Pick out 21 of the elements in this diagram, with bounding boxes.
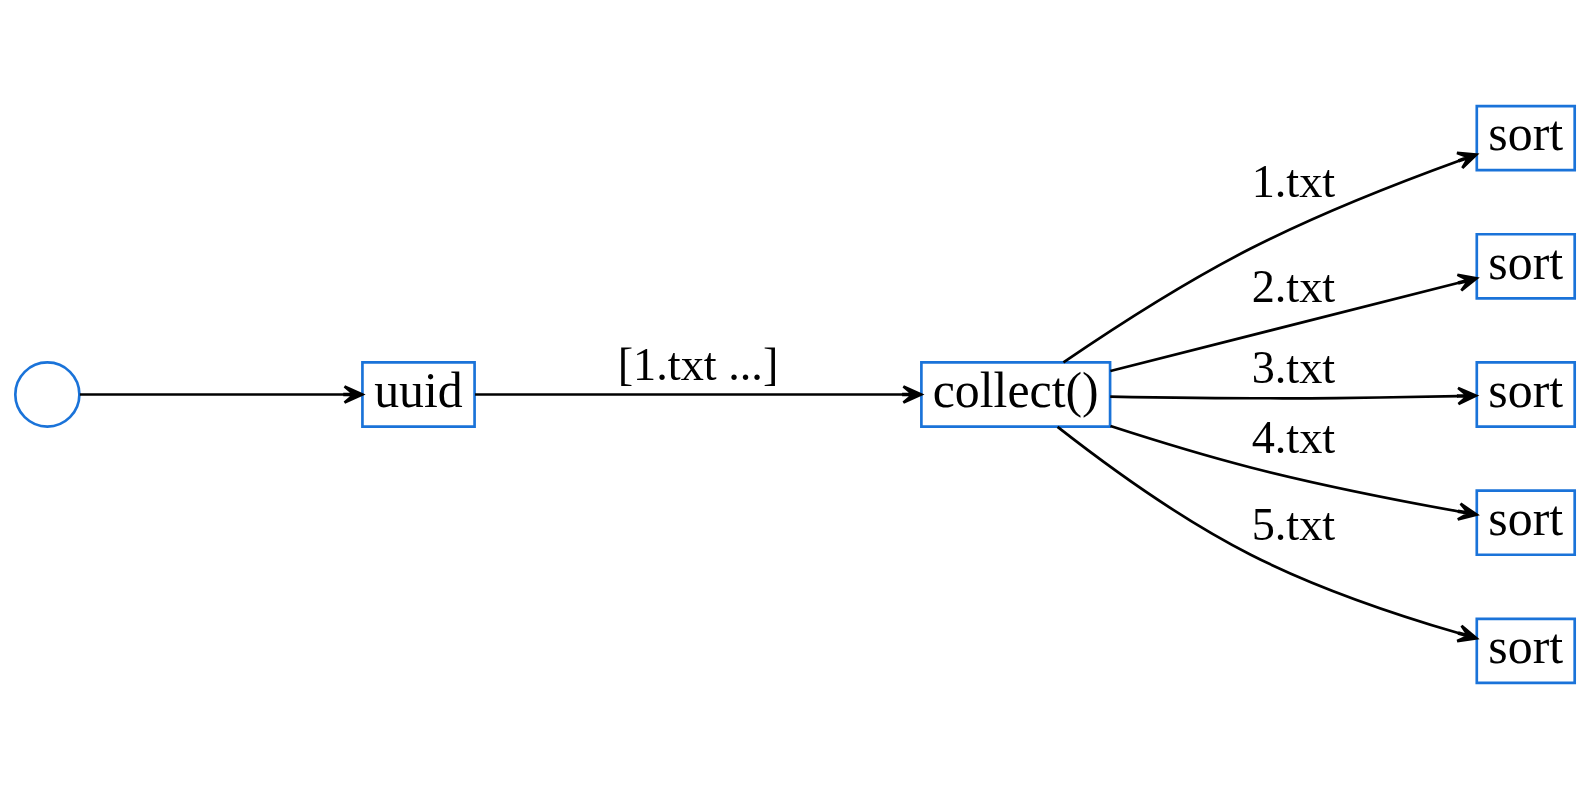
node-circle	[13, 360, 81, 428]
edge-label: 1.txt	[1251, 155, 1336, 207]
node-box: sort	[1475, 616, 1577, 684]
arrow	[1062, 151, 1478, 363]
arrow	[1110, 273, 1478, 372]
arrow	[79, 384, 364, 404]
edge-label: 2.txt	[1251, 260, 1336, 312]
node-box: sort	[1475, 360, 1577, 428]
edge-label: 3.txt	[1251, 341, 1336, 393]
node-box: sort	[1475, 232, 1577, 300]
edge-label: [1.txt ...]	[617, 338, 779, 390]
node-box: sort	[1475, 104, 1577, 172]
edge-label: 4.txt	[1251, 411, 1336, 463]
arrow	[1110, 386, 1478, 405]
arrow	[1110, 424, 1479, 521]
node-box: sort	[1475, 488, 1577, 556]
node-box: collect()	[920, 360, 1112, 428]
arrow	[475, 384, 923, 404]
node-box: uuid	[361, 360, 476, 428]
edge-label: 5.txt	[1251, 498, 1336, 550]
arrow	[1056, 425, 1478, 642]
